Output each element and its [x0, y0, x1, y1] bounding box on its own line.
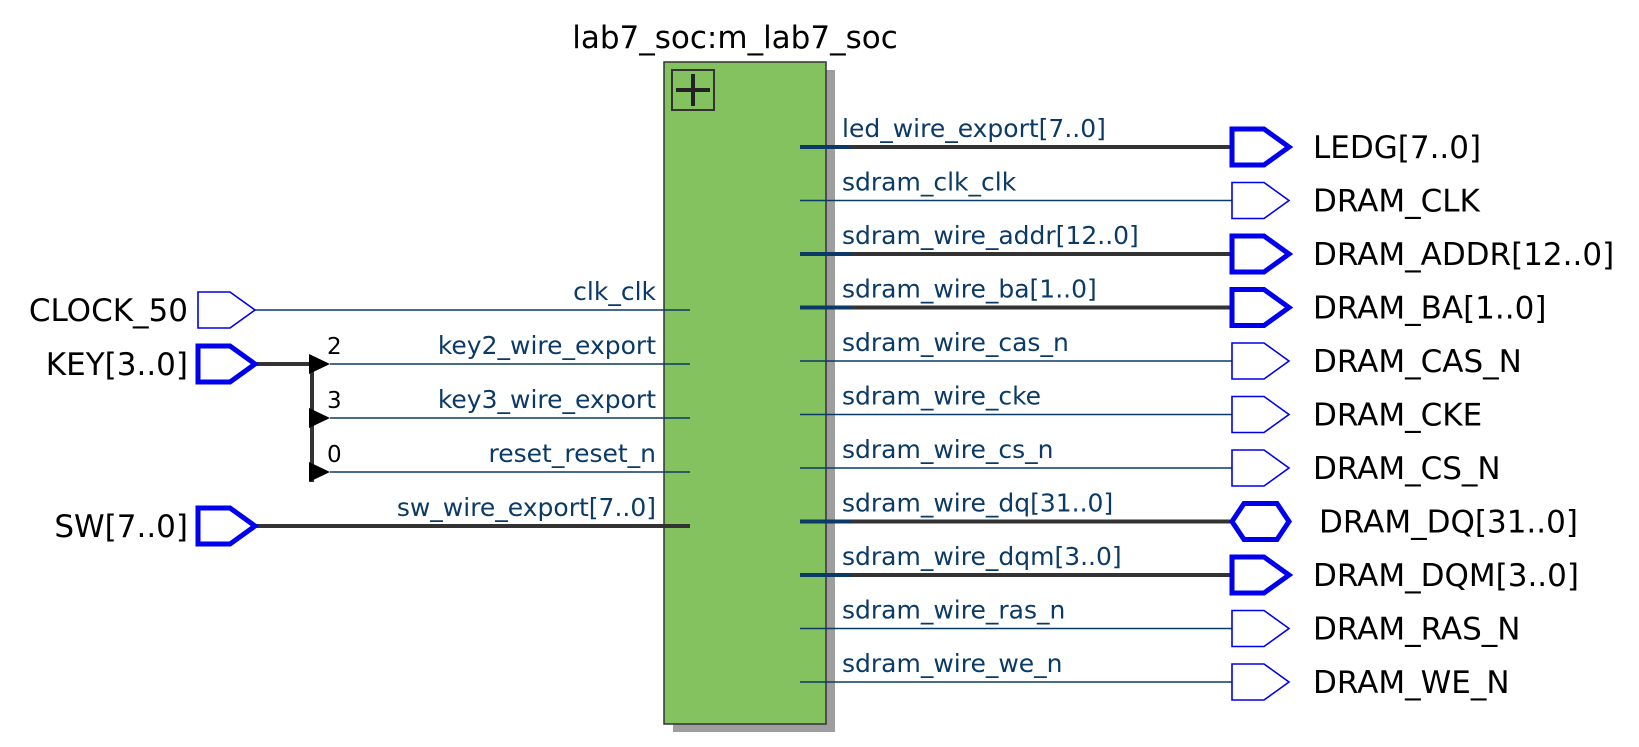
bit-label-3: 3: [327, 388, 342, 414]
port-name-dram-ras-n: DRAM_RAS_N: [1313, 612, 1520, 648]
labels-layer: led_wire_export[7..0] LEDG[7..0] sdram_clk…: [29, 114, 1614, 701]
port-sw[interactable]: [195, 505, 260, 547]
port-dram-addr-12-0[interactable]: [1229, 233, 1294, 275]
port-dram-dq-31-0[interactable]: [1228, 501, 1293, 542]
port-name-ledg-7-0: LEDG[7..0]: [1313, 130, 1481, 166]
ports-layer: [195, 126, 1294, 701]
pin-label-key3-wire-export: key3_wire_export: [438, 385, 656, 414]
plus-icon-frame: [671, 69, 715, 111]
port-name-dram-cas-n: DRAM_CAS_N: [1313, 344, 1522, 380]
port-name-dram-clk: DRAM_CLK: [1313, 184, 1481, 220]
port-dram-dqm-3-0[interactable]: [1229, 554, 1294, 596]
port-dram-ras-n[interactable]: [1231, 609, 1291, 648]
pin-label-sdram-wire-cs-n: sdram_wire_cs_n: [842, 435, 1053, 464]
port-name-dram-cke: DRAM_CKE: [1313, 398, 1482, 434]
port-dram-clk[interactable]: [1231, 181, 1291, 220]
port-name-dram-cs-n: DRAM_CS_N: [1313, 451, 1501, 487]
port-ledg-7-0[interactable]: [1229, 126, 1294, 168]
pin-label-sdram-wire-dq-31-0: sdram_wire_dq[31..0]: [842, 489, 1113, 518]
pin-label-sdram-wire-ras-n: sdram_wire_ras_n: [842, 596, 1065, 625]
port-key[interactable]: [195, 343, 260, 385]
bus-split-arrow-0: [309, 462, 330, 482]
wires-layer: [255, 145, 1232, 683]
bit-label-2: 2: [327, 334, 342, 360]
bus-split-arrow-3: [309, 408, 330, 428]
port-dram-cas-n[interactable]: [1231, 342, 1291, 380]
port-dram-we-n[interactable]: [1231, 663, 1291, 701]
port-name-sw: SW[7..0]: [54, 509, 188, 545]
port-name-dram-addr-12-0: DRAM_ADDR[12..0]: [1313, 237, 1614, 273]
pin-label-sdram-wire-dqm-3-0: sdram_wire_dqm[3..0]: [842, 542, 1122, 571]
port-name-clock-50: CLOCK_50: [29, 293, 188, 329]
bit-label-0: 0: [327, 442, 342, 468]
port-name-dram-dq-31-0: DRAM_DQ[31..0]: [1319, 505, 1578, 541]
pin-label-sdram-wire-addr-12-0: sdram_wire_addr[12..0]: [842, 221, 1139, 250]
pin-label-sdram-clk-clk: sdram_clk_clk: [842, 168, 1017, 197]
port-dram-cke[interactable]: [1231, 395, 1291, 434]
port-name-dram-dqm-3-0: DRAM_DQM[3..0]: [1313, 558, 1579, 594]
pin-label-key2-wire-export: key2_wire_export: [438, 331, 656, 360]
pin-label-sdram-wire-ba-1-0: sdram_wire_ba[1..0]: [842, 275, 1097, 304]
port-name-dram-we-n: DRAM_WE_N: [1313, 665, 1510, 701]
port-clock-50[interactable]: [197, 291, 257, 329]
pin-label-sdram-wire-cke: sdram_wire_cke: [842, 382, 1041, 411]
block-title: lab7_soc:m_lab7_soc: [572, 20, 898, 56]
pin-label-sdram-wire-cas-n: sdram_wire_cas_n: [842, 328, 1069, 357]
pin-label-reset-reset-n: reset_reset_n: [489, 439, 656, 468]
plus-icon[interactable]: [671, 69, 715, 111]
port-dram-ba-1-0[interactable]: [1229, 287, 1294, 328]
pin-label-led-wire-export-7-0: led_wire_export[7..0]: [842, 114, 1106, 143]
pin-label-clk-clk: clk_clk: [573, 277, 656, 306]
port-name-dram-ba-1-0: DRAM_BA[1..0]: [1313, 291, 1546, 327]
pin-label-sdram-wire-we-n: sdram_wire_we_n: [842, 649, 1063, 678]
soc-block[interactable]: [663, 61, 835, 732]
bus-split-arrow-2: [309, 354, 330, 374]
port-dram-cs-n[interactable]: [1231, 449, 1291, 487]
block-body[interactable]: [663, 61, 827, 725]
pin-label-sw-wire-export: sw_wire_export[7..0]: [397, 493, 656, 522]
port-name-key: KEY[3..0]: [46, 347, 188, 383]
